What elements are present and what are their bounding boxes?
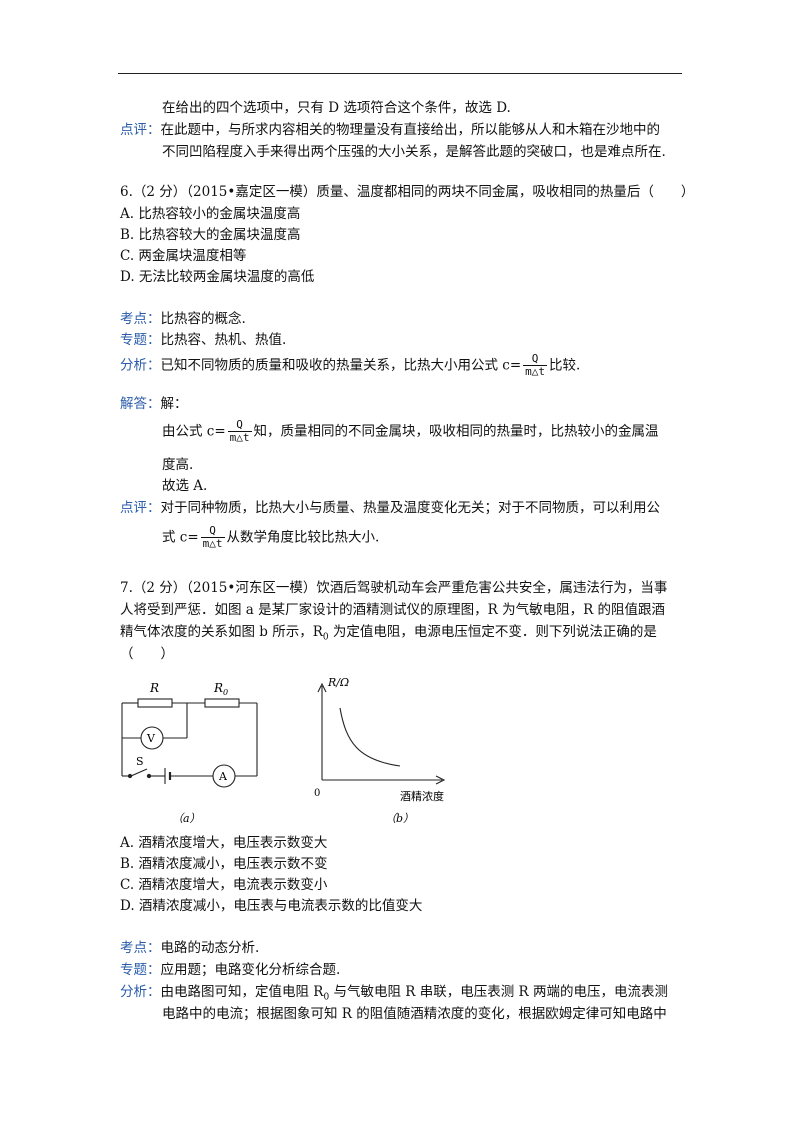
dianping-line-1: 对于同种物质，比热大小与质量、热量及温度变化无关；对于不同物质，可以利用公 [160,500,661,516]
jieda-label: 解答： [120,396,161,412]
q6-zhuanti: 专题：比热容、热机、热值. [120,331,286,349]
dianping2-after: 从数学角度比较比热大小. [226,529,380,546]
resistance-curve [339,707,401,767]
formula-numerator: Q [531,352,539,365]
q6-jieda-line-3: 故选 A. [162,478,208,494]
label-r: R [149,681,159,695]
q7-kaodian: 考点：电路的动态分析. [120,939,259,957]
q7-fenxi-line-2: 电路中的电流；根据图象可知 R 的阻值随酒精浓度的变化，根据欧姆定律可知电路中 [162,1006,667,1022]
q6-option-d: D. 无法比较两金属块温度的高低 [120,269,315,285]
q6-jieda-line-2: 度高. [162,457,194,473]
zhuanti-text: 应用题；电路变化分析综合题. [160,962,341,978]
q7-option-b: B. 酒精浓度减小，电压表示数不变 [120,856,328,872]
origin-label: 0 [314,788,320,799]
jieda1-before: 由公式 c= [162,423,226,440]
q7-option-c: C. 酒精浓度增大，电流表示数变小 [120,877,328,893]
q7-stem-line-2: 人将受到严惩．如图 a 是某厂家设计的酒精测试仪的原理图，R 为气敏电阻，R 的… [120,602,666,618]
comment-label: 点评： [120,122,161,138]
kaodian-label: 考点： [120,311,161,327]
comment-line-1: 在此题中，与所求内容相关的物理量没有直接给出，所以能够从人和木箱在沙地中的 [160,122,661,138]
q7-fenxi: 分析：由电路图可知，定值电阻 R0 与气敏电阻 R 串联，电压表测 R 两端的电… [120,983,668,1007]
fenxi1-subscript: 0 [323,992,330,1003]
q7-option-d: D. 酒精浓度减小，电压表与电流表示数的比值变大 [120,898,423,914]
kaodian-label: 考点： [120,940,161,956]
jieda-head: 解： [160,396,188,412]
formula-denominator: m△t [523,365,548,378]
voltmeter-label: V [146,732,156,745]
fenxi-text-before: 已知不同物质的质量和吸收的热量关系，比热大小用公式 c= [160,357,522,374]
q6-option-a: A. 比热容较小的金属块温度高 [120,206,301,222]
jieda1-after: 知，质量相同的不同金属块，吸收相同的热量时，比热较小的金属温 [253,423,659,440]
zhuanti-text: 比热容、热机、热值. [160,332,287,348]
stem3-subscript: 0 [322,632,329,643]
q7-stem-line-4: （ ） [120,646,174,662]
formula-denominator: m△t [227,431,252,444]
circuit-diagram: R R0 V A S （a） [121,681,258,825]
dianping-label: 点评： [120,500,161,516]
q6-stem: 6.（2 分）（2015•嘉定区一模）质量、温度都相同的两块不同金属，吸收相同的… [120,184,695,200]
dianping2-before: 式 c= [162,529,199,546]
q6-kaodian: 考点：比热容的概念. [120,310,246,328]
q6-option-c: C. 两金属块温度相等 [120,248,247,264]
ammeter-label: A [218,770,228,783]
resistor-r0 [204,698,240,708]
kaodian-text: 电路的动态分析. [160,940,260,956]
resistor-r [137,698,173,708]
resistance-graph: R/Ω 酒精浓度 0 （b） [314,676,446,825]
q6-option-b: B. 比热容较大的金属块温度高 [120,227,301,243]
fenxi-text-after: 比较. [549,357,581,374]
q6-dianping: 点评：对于同种物质，比热大小与质量、热量及温度变化无关；对于不同物质，可以利用公 [120,499,660,517]
formula-numerator: Q [236,418,243,431]
zhuanti-label: 专题： [120,332,161,348]
fenxi1-before: 由电路图可知，定值电阻 R [160,984,324,1000]
q6-jieda: 解答：解： [120,395,188,413]
q7-stem-line-3: 精气体浓度的关系如图 b 所示，R0 为定值电阻，电源电压恒定不变．则下列说法正… [120,623,657,647]
q7-zhuanti: 专题：应用题；电路变化分析综合题. [120,961,340,979]
formula-denominator: m△t [200,537,225,550]
switch-label: S [136,755,144,768]
kaodian-text: 比热容的概念. [160,311,246,327]
stem3-after: 为定值电阻，电源电压恒定不变．则下列说法正确的是 [328,624,657,640]
stem3-before: 精气体浓度的关系如图 b 所示，R [120,624,323,640]
q7-stem-line-1: 7.（2 分）（2015•河东区一模）饮酒后驾驶机动车会严重危害公共安全，属违法… [120,580,668,596]
fenxi-label: 分析： [120,984,161,1000]
label-r0: R0 [213,681,228,697]
formula-numerator: Q [209,524,216,537]
caption-a: （a） [172,812,201,825]
y-axis-label: R/Ω [327,676,349,689]
fenxi-label: 分析： [120,357,161,374]
prev-comment: 点评：在此题中，与所求内容相关的物理量没有直接给出，所以能够从人和木箱在沙地中的 [120,121,660,139]
prev-answer-line: 在给出的四个选项中，只有 D 选项符合这个条件，故选 D. [162,100,511,116]
fenxi1-after: 与气敏电阻 R 串联，电压表测 R 两端的电压，电流表测 [329,984,668,1000]
switch-icon [130,768,148,777]
caption-b: （b） [385,812,414,825]
q7-option-a: A. 酒精浓度增大，电压表示数变大 [120,835,328,851]
top-rule [118,73,682,74]
comment-line-2: 不同凹陷程度入手来得出两个压强的大小关系，是解答此题的突破口，也是难点所在. [162,144,666,160]
x-axis-label: 酒精浓度 [400,789,444,803]
zhuanti-label: 专题： [120,962,161,978]
